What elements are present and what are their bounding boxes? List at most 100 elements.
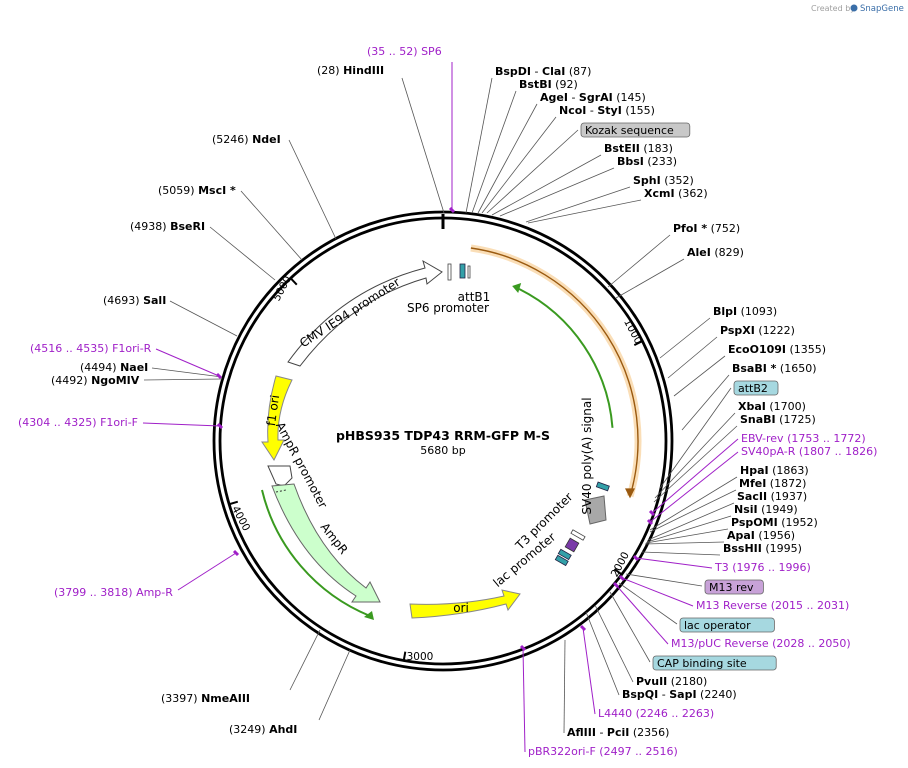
m13-rev-feature — [564, 537, 580, 553]
coord-afliii: (2356) — [633, 726, 670, 739]
name-sp6: SP6 — [421, 45, 442, 58]
coord-ncoi: (155) — [625, 104, 655, 117]
leader-m13rev — [625, 573, 703, 587]
leader-ahdi — [318, 649, 351, 721]
leader-pspomi — [645, 528, 729, 544]
coord-ahdi: (3249) — [229, 723, 266, 736]
coord-snabi: (1725) — [779, 413, 816, 426]
leader-bseri — [209, 226, 276, 281]
leader-hind — [401, 77, 445, 214]
leader-pvuii — [594, 604, 634, 683]
primer-label-ampr: (3799 .. 3818) Amp-R — [54, 586, 173, 599]
feature-box-m13rev — [704, 579, 764, 595]
primer-label-pbr: pBR322ori-F (2497 .. 2516) — [528, 745, 678, 758]
name-pspomi: PspOMI — [731, 516, 778, 529]
primer-mark-m13reverse — [618, 574, 626, 582]
snapgene-credit: Created by SnapGene — [811, 4, 904, 14]
feature-label-attb1: attB1 — [458, 290, 491, 304]
primer-label-ebv: EBV-rev (1753 .. 1772) — [741, 432, 866, 445]
coord-msci: (5059) — [158, 184, 195, 197]
name-f1orir: F1ori-R — [112, 342, 152, 355]
cds-arc — [518, 288, 614, 428]
coord-l4440: (2246 .. 2263) — [636, 707, 715, 720]
coord-ndei: (5246) — [212, 133, 249, 146]
site-label-nmeaiii: (3397) NmeAIII — [161, 692, 250, 705]
name-m13puc: M13/pUC Reverse — [671, 637, 769, 650]
coord-alei: (829) — [714, 246, 744, 259]
name-afliii: AflIII — [567, 726, 596, 739]
name-msci: MscI * — [198, 184, 236, 197]
ampr-arrow — [271, 483, 381, 603]
name-ebv: EBV-rev — [741, 432, 784, 445]
name2-afliii: PciI — [607, 726, 629, 739]
name-xcmi: XcmI — [644, 187, 675, 200]
leader-bbsi — [499, 167, 615, 217]
primer-mark-f1orir — [215, 372, 223, 380]
snapgene-logo-icon — [850, 4, 858, 12]
feature-label-ori: ori — [453, 601, 469, 615]
feature-label-cmv: CMV IE94 promoter — [297, 275, 403, 350]
coord-sacii: (1937) — [771, 490, 808, 503]
leader-ngomiv — [143, 378, 223, 381]
credit-prefix: Created by — [811, 4, 855, 13]
coord-naei: (4494) — [80, 361, 117, 374]
leader-attb2 — [659, 387, 732, 489]
site-label-ngomiv: (4492) NgoMIV — [51, 374, 140, 387]
leader-bsteii — [491, 154, 602, 216]
site-label-bsteii: BstEII (183) — [604, 142, 673, 155]
leader-ncoi — [481, 116, 557, 214]
sp6-promoter-feature — [447, 263, 452, 281]
cds-arrowhead — [512, 283, 522, 294]
leader-hpai — [649, 476, 738, 531]
name-ampr: Amp-R — [136, 586, 173, 599]
feature-box-lacop — [679, 617, 775, 633]
ori-arrow — [409, 589, 521, 619]
name-t3: T3 — [714, 561, 729, 574]
site-label-ndei: (5246) NdeI — [212, 133, 281, 146]
label-leaders — [142, 62, 739, 753]
backbone-outer — [212, 210, 674, 672]
primer-mark-l4440 — [579, 624, 587, 632]
name-agei: AgeI — [540, 91, 568, 104]
coord-bsteii: (183) — [643, 142, 673, 155]
sep-bspqi: - — [658, 688, 669, 701]
coord-f1orir: (4516 .. 4535) — [30, 342, 109, 355]
site-label-xcmi: XcmI (362) — [644, 187, 708, 200]
feature-box-label-attb2: attB2 — [738, 382, 768, 395]
amp-cds-arrowhead — [364, 611, 374, 620]
coord-apai: (1956) — [758, 529, 795, 542]
site-label-bspqi: BspQI - SapI (2240) — [622, 688, 737, 701]
coord-bsshii: (1995) — [765, 542, 802, 555]
credit-brand: SnapGene — [860, 4, 904, 14]
site-label-bstbi: BstBI (92) — [519, 78, 578, 91]
leader-bsabi — [681, 374, 730, 431]
leader-nsii — [646, 515, 732, 543]
tick-label: 1000 — [621, 317, 644, 346]
leader-bspdi — [465, 77, 493, 214]
lac-operator-feature — [557, 548, 572, 561]
cmv-promoter-arrow — [287, 259, 443, 367]
site-label-bsabi: BsaBI * (1650) — [732, 362, 817, 375]
site-label-bseri: (4938) BseRI — [130, 220, 205, 233]
primer-mark-f1orif — [216, 422, 224, 430]
leader-pspxi — [667, 336, 718, 379]
name-ncoi: NcoI — [559, 104, 586, 117]
tick-mark-1000 — [633, 340, 643, 347]
attb2-feature — [595, 481, 610, 492]
site-label-pfoi: PfoI * (752) — [673, 222, 740, 235]
feature-box-label-kozak: Kozak sequence — [585, 124, 674, 137]
name-sv40pa: SV40pA-R — [741, 445, 796, 458]
tick-mark-3000 — [402, 651, 407, 661]
site-label-pspomi: PspOMI (1952) — [731, 516, 818, 529]
coord-sv40pa: (1807 .. 1826) — [799, 445, 878, 458]
site-label-sali: (4693) SalI — [103, 294, 166, 307]
leader-pfoi — [607, 234, 671, 288]
ampr-promoter-dash — [275, 489, 287, 493]
coord-pbr: (2497 .. 2516) — [599, 745, 678, 758]
leader-bstbi — [471, 90, 517, 214]
site-label-sphi: SphI (352) — [633, 174, 694, 187]
name-hind: HindIII — [343, 64, 384, 77]
name2-agei: SgrAI — [579, 91, 613, 104]
coord-bseri: (4938) — [130, 220, 167, 233]
